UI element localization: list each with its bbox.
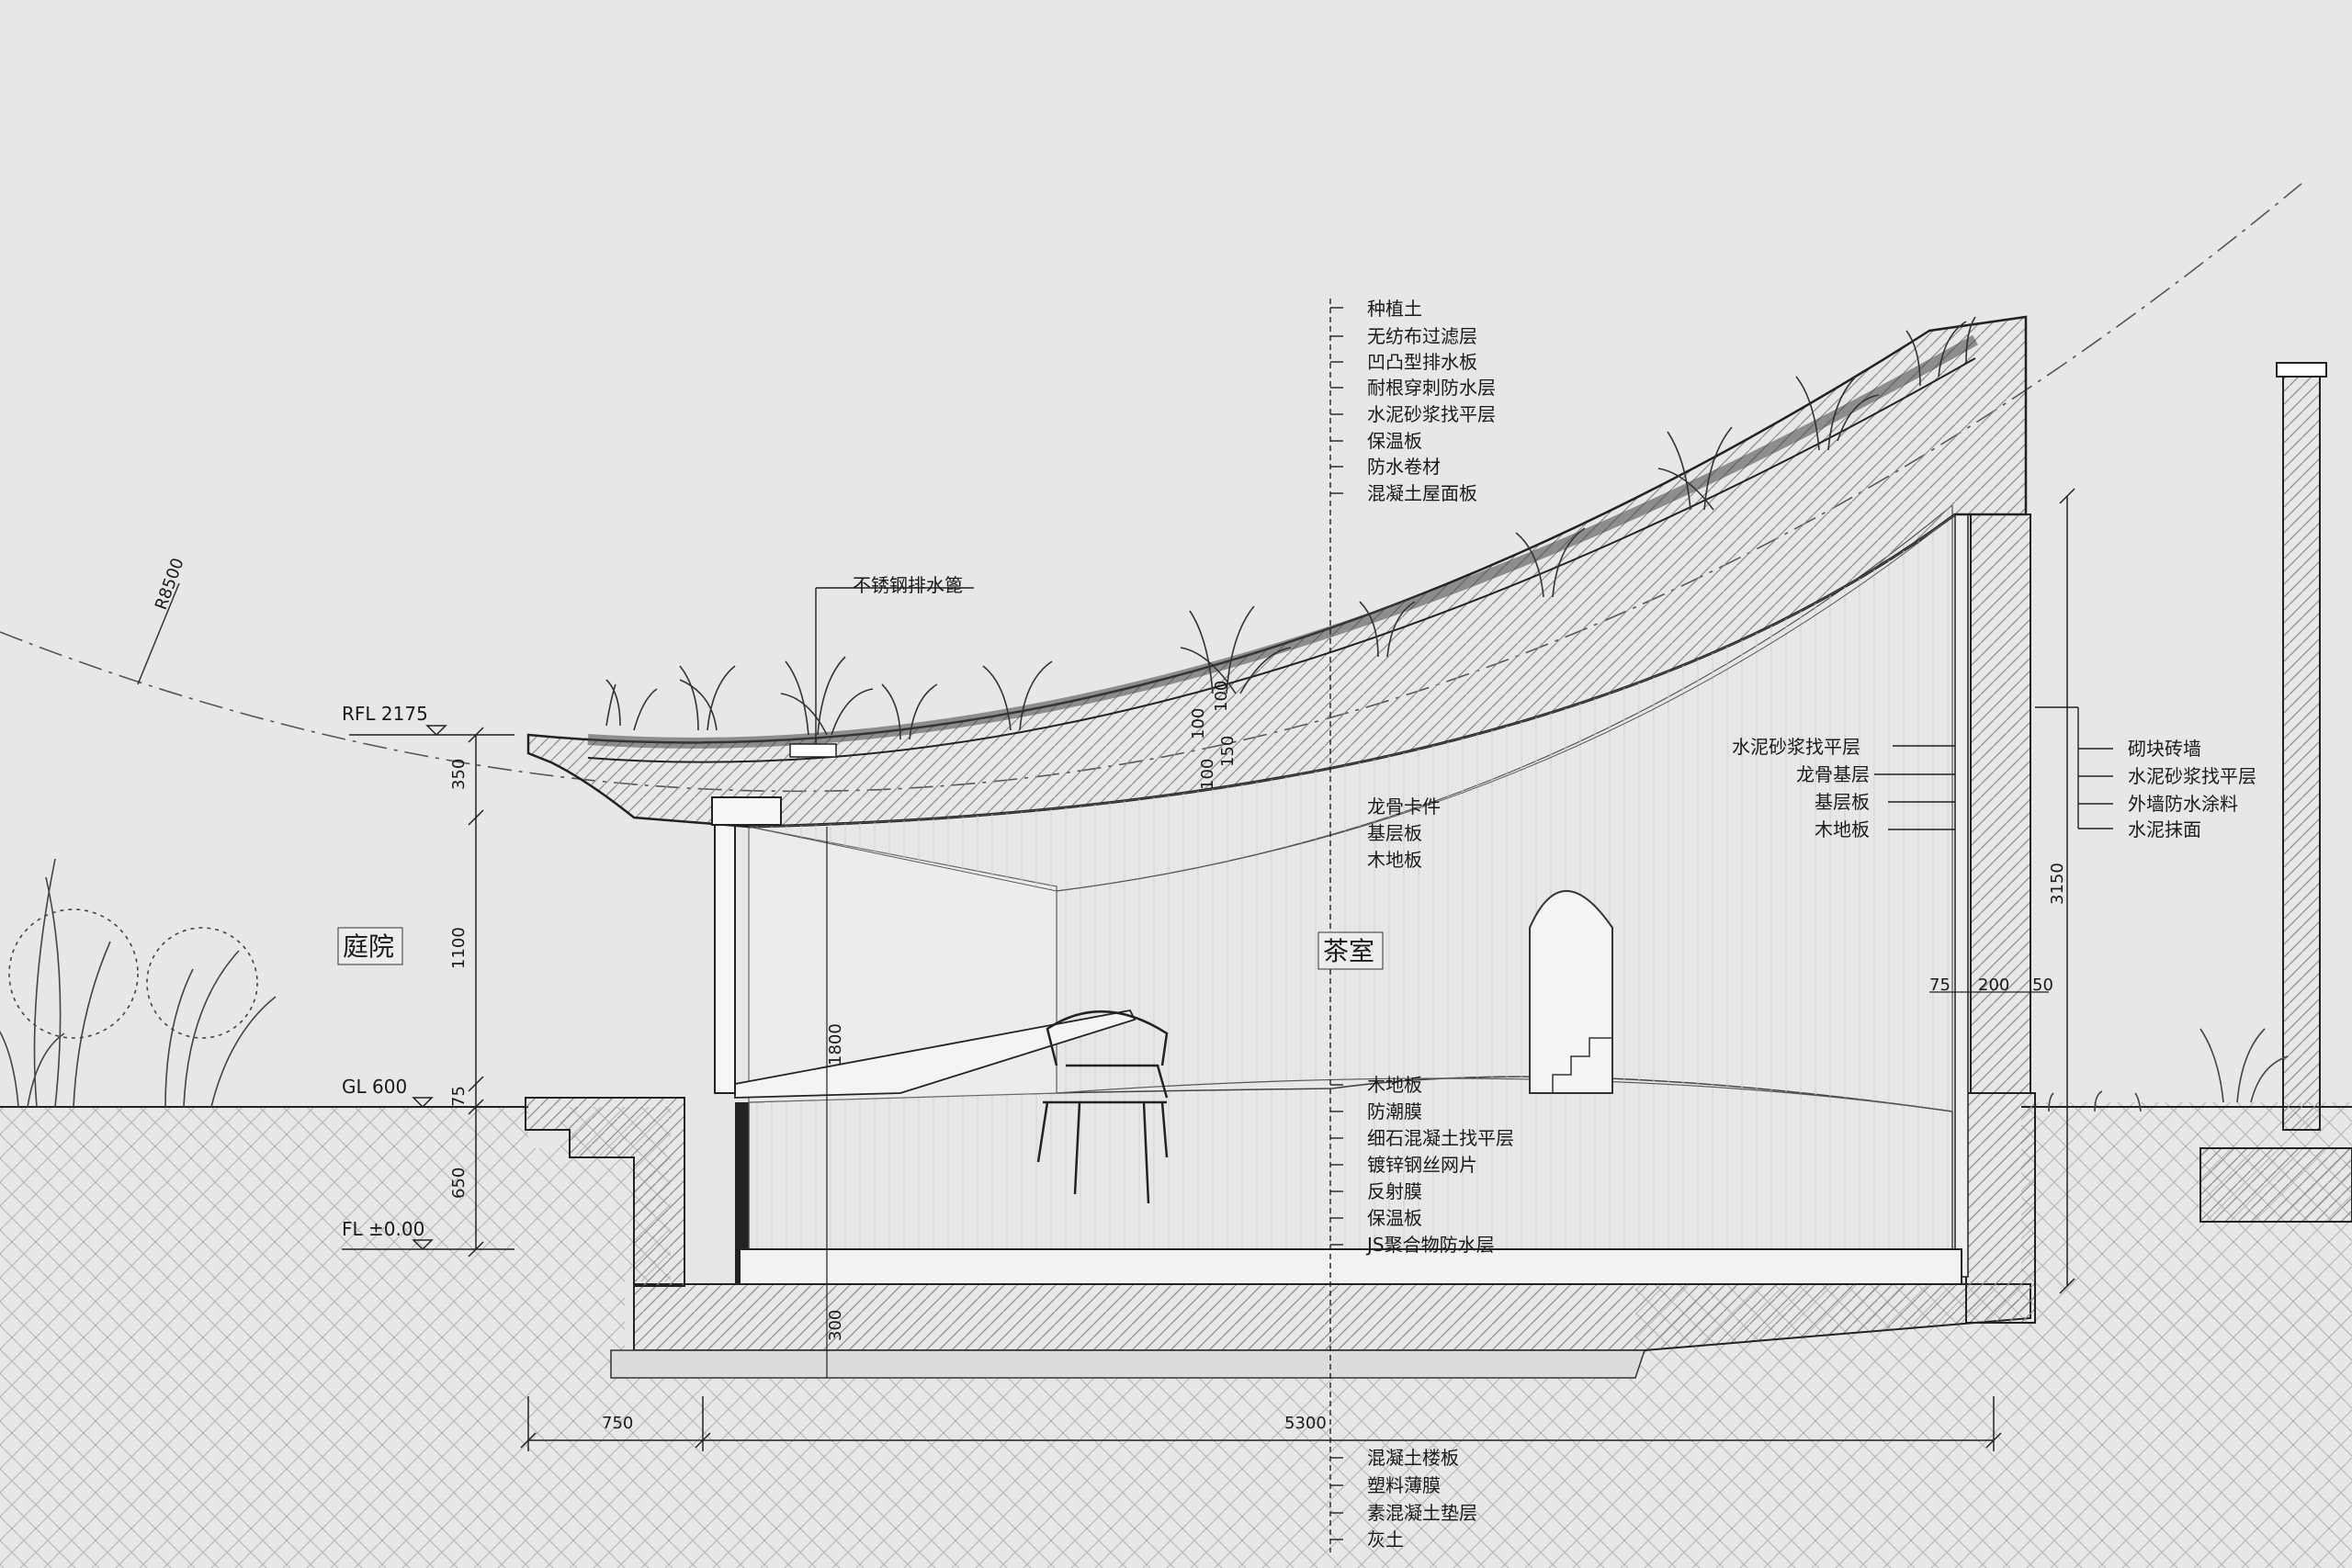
dim-wall-200: 200 <box>1978 976 2009 995</box>
outer-wall-ticks <box>2035 706 2113 829</box>
dim-1800: 1800 <box>826 1023 845 1066</box>
roof-layer-ticks <box>1330 307 1343 494</box>
outer-wall-layer-3: 水泥抹面 <box>2128 818 2201 840</box>
left-wall <box>525 1097 685 1287</box>
outer-wall-layer-0: 砌块砖墙 <box>2128 738 2201 760</box>
inner-wall-layer-2: 基层板 <box>1815 791 1870 813</box>
room-courtyard: 庭院 <box>343 931 394 962</box>
garden-wall <box>2282 367 2321 1131</box>
roof-layer-2: 凹凸型排水板 <box>1367 351 1477 373</box>
roof-beam <box>711 796 782 826</box>
dim-300: 300 <box>826 1310 845 1341</box>
radius-leader <box>137 582 180 685</box>
roof-layer-4: 水泥砂浆找平层 <box>1367 403 1496 425</box>
floor-layer-2: 细石混凝土找平层 <box>1367 1127 1514 1149</box>
dim-roof-100c: 100 <box>1198 759 1217 790</box>
glazing <box>714 817 736 1094</box>
left-dimension-chain <box>468 727 484 1258</box>
inner-wall-layer-3: 木地板 <box>1815 818 1870 840</box>
dim-3150: 3150 <box>2048 863 2067 905</box>
dim-roof-150: 150 <box>1218 736 1238 767</box>
dim-75: 75 <box>449 1086 469 1107</box>
ceiling-layer-0: 龙骨卡件 <box>1367 795 1441 818</box>
foundation-pad <box>610 1349 1646 1379</box>
outer-wall-layer-1: 水泥砂浆找平层 <box>2128 765 2256 787</box>
dim-350: 350 <box>449 759 469 790</box>
dim-roof-100a: 100 <box>1212 681 1231 712</box>
foundation-layer-2: 素混凝土垫层 <box>1367 1502 1477 1524</box>
level-gl: GL 600 <box>342 1076 514 1109</box>
floor-layer-ticks <box>1330 1084 1343 1246</box>
dim-roof-100b: 100 <box>1189 708 1208 739</box>
ceiling-layer-1: 基层板 <box>1367 822 1422 844</box>
right-wall-lining <box>1954 513 1969 1278</box>
foundation-layer-3: 灰土 <box>1367 1529 1404 1551</box>
left-lower-wall <box>735 1102 749 1284</box>
garden-plants-icon <box>2048 1028 2289 1112</box>
inner-wall-ticks <box>1874 745 1955 830</box>
drain-grate <box>789 743 837 758</box>
radius-label: R8500 <box>152 556 188 613</box>
tearoom-label-box <box>1317 931 1384 970</box>
level-rfl: RFL 2175 <box>342 703 514 737</box>
foundation-layer-0: 混凝土楼板 <box>1367 1447 1459 1469</box>
floor-layers <box>739 1248 1962 1285</box>
room-tearoom: 茶室 <box>1323 936 1374 966</box>
inner-wall-layer-0: 水泥砂浆找平层 <box>1732 736 1860 758</box>
roof-layer-3: 耐根穿刺防水层 <box>1367 377 1496 399</box>
garden-wall-footing <box>2199 1147 2352 1223</box>
roof-layer-0: 种植土 <box>1367 298 1422 320</box>
roof-membrane <box>587 357 1976 763</box>
dim-1100: 1100 <box>449 927 469 969</box>
ceiling-layer-2: 木地板 <box>1367 849 1422 871</box>
floor-layer-4: 反射膜 <box>1367 1180 1422 1202</box>
roof-layer-1: 无纺布过滤层 <box>1367 325 1477 347</box>
ceiling-wood <box>748 513 1956 892</box>
ground-soil-bottom <box>0 1350 2352 1568</box>
roof-layer-5: 保温板 <box>1367 430 1422 452</box>
ground-soil-right <box>2021 1102 2352 1364</box>
interior-floor <box>748 1076 1953 1250</box>
roof-layer-7: 混凝土屋面板 <box>1367 482 1477 504</box>
inner-wall-layer-1: 龙骨基层 <box>1796 763 1870 785</box>
level-fl: FL ±0.00 <box>342 1218 514 1251</box>
roof-insulation <box>587 334 1978 749</box>
floor-layer-6: JS聚合物防水层 <box>1365 1234 1495 1256</box>
arched-opening <box>1529 890 1613 1094</box>
chair-icon <box>1036 1010 1169 1204</box>
dim-650: 650 <box>449 1168 469 1199</box>
dim-750: 750 <box>602 1414 633 1433</box>
drain-label: 不锈钢排水篦 <box>853 574 963 596</box>
floor-layer-5: 保温板 <box>1367 1207 1422 1229</box>
dim-wall-75: 75 <box>1929 976 1951 995</box>
floor-layer-0: 木地板 <box>1367 1074 1422 1096</box>
foundation-layer-1: 塑料薄膜 <box>1367 1474 1441 1496</box>
bottom-dimension-chain <box>520 1396 2002 1451</box>
roof-layer-6: 防水卷材 <box>1367 456 1441 478</box>
right-wall-upper <box>1970 513 2031 1094</box>
floor-layer-3: 镀锌钢丝网片 <box>1367 1154 1477 1176</box>
svg-text:RFL 2175: RFL 2175 <box>342 703 428 725</box>
floor-layer-1: 防潮膜 <box>1367 1100 1422 1122</box>
right-wall <box>1965 1092 2036 1324</box>
courtyard-label-box <box>337 927 403 965</box>
svg-text:GL 600: GL 600 <box>342 1076 407 1098</box>
svg-text:FL ±0.00: FL ±0.00 <box>342 1218 424 1240</box>
roof-plants-icon <box>605 316 1976 740</box>
opening-steps <box>1552 1037 1612 1093</box>
dim-wall-50: 50 <box>2032 976 2053 995</box>
courtyard-plants-icon <box>0 858 277 1108</box>
garden-wall-cap <box>2276 362 2327 378</box>
dim-5300: 5300 <box>1284 1414 1327 1433</box>
foundation-layer-ticks <box>1330 1457 1343 1540</box>
outer-wall-layer-2: 外墙防水涂料 <box>2128 793 2238 815</box>
counter <box>734 1009 1136 1099</box>
